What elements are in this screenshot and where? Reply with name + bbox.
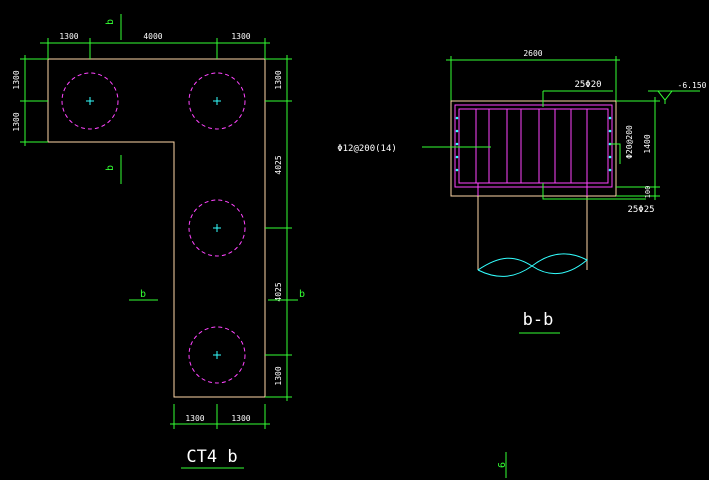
right-dimension-chain bbox=[265, 55, 292, 401]
section-cap-outline bbox=[450, 100, 617, 197]
section-title: b-b bbox=[523, 310, 554, 330]
dim-label: 1300 bbox=[231, 32, 250, 41]
pile bbox=[188, 326, 246, 384]
pile-center-icon bbox=[86, 97, 94, 105]
pile bbox=[188, 199, 246, 257]
elevation-mark bbox=[648, 90, 700, 104]
dim-label: 4000 bbox=[143, 32, 162, 41]
dim-label: 1400 bbox=[643, 134, 652, 153]
dim-label: 1300 bbox=[59, 32, 78, 41]
bottom-dimension-chain bbox=[170, 404, 270, 429]
top-bar-leader bbox=[542, 90, 613, 107]
elevation-triangle-icon bbox=[656, 90, 674, 101]
dim-label: 100 bbox=[644, 186, 652, 199]
depth-dimension bbox=[616, 97, 660, 200]
dim-label: 4025 bbox=[274, 282, 283, 301]
reinforcement-cage bbox=[454, 104, 613, 268]
section-mark-label: b bbox=[105, 165, 116, 171]
dim-label: 1300 bbox=[185, 414, 204, 423]
pile bbox=[61, 72, 119, 130]
bottom-bar-leader bbox=[542, 183, 646, 200]
section-mark-label: b bbox=[299, 289, 305, 300]
top-dimension-chain bbox=[40, 38, 270, 59]
width-dimension bbox=[446, 56, 620, 101]
elevation-label: -6.150 bbox=[678, 81, 707, 90]
section-view: 2600 25Φ20 25Φ25 Φ1 bbox=[337, 49, 707, 478]
section-pile bbox=[477, 196, 588, 270]
pile-center-icon bbox=[213, 224, 221, 232]
dim-label: 1300 bbox=[274, 70, 283, 89]
pile bbox=[188, 72, 246, 130]
pile-cap-plan: 1300 4000 1300 1300 1300 1300 4025 4025 … bbox=[12, 14, 305, 469]
side-bar-label: Φ20@200 bbox=[625, 125, 634, 159]
pile-center-icon bbox=[213, 351, 221, 359]
dim-label: 1300 bbox=[12, 112, 21, 131]
left-dimension-chain bbox=[20, 55, 48, 146]
section-cut-marks bbox=[120, 14, 298, 301]
section-mark-label: b bbox=[105, 19, 116, 25]
dim-label: 4025 bbox=[274, 155, 283, 174]
pile-cap-outline bbox=[47, 58, 266, 398]
bottom-bar-label: 25Φ25 bbox=[627, 205, 654, 215]
dim-label: 1300 bbox=[12, 70, 21, 89]
plan-title: CT4 b bbox=[186, 447, 237, 467]
extra-mark-label: 9 bbox=[495, 462, 506, 468]
top-bar-label: 25Φ20 bbox=[574, 80, 601, 90]
pile-center-icon bbox=[213, 97, 221, 105]
dim-label: 1300 bbox=[274, 366, 283, 385]
dim-label: 1300 bbox=[231, 414, 250, 423]
stirrup-label: Φ12@200(14) bbox=[337, 144, 397, 154]
rebar-dots bbox=[455, 116, 612, 172]
section-mark-label: b bbox=[140, 289, 146, 300]
dim-label: 2600 bbox=[523, 49, 542, 58]
pile-break-line bbox=[477, 253, 588, 277]
side-bar-leader bbox=[610, 143, 621, 164]
